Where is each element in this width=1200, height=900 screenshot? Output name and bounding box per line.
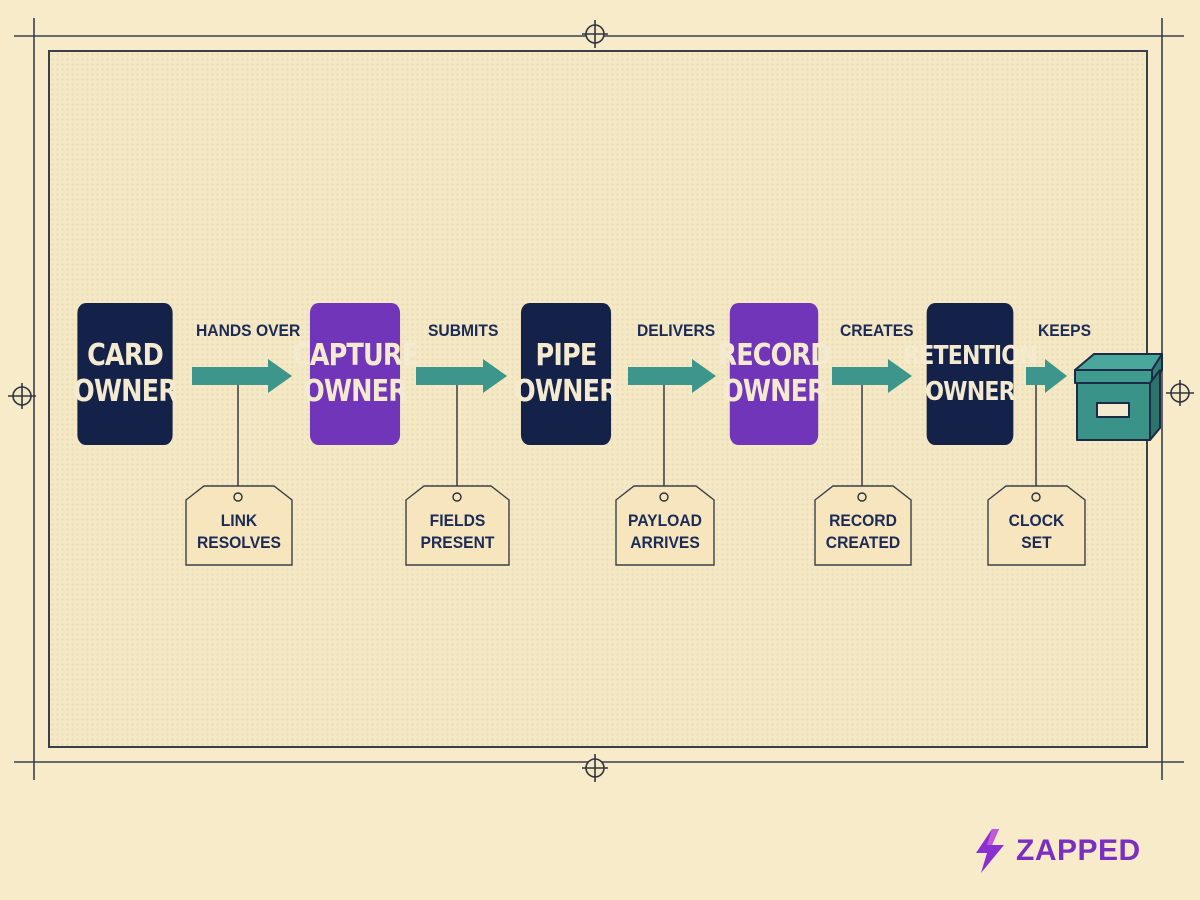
verb-label-2: SUBMITS — [428, 321, 499, 340]
check-line2: RESOLVES — [196, 533, 282, 552]
check-line1: LINK — [220, 511, 258, 530]
owner-label-line2: OWNER — [925, 377, 1015, 407]
crosshair-top-icon — [582, 20, 608, 48]
arrow-1 — [192, 359, 292, 393]
check-tag-2: FIELDS PRESENT — [410, 510, 505, 554]
check-tag-5: CLOCK SET — [992, 510, 1081, 554]
owner-label-line1: CAPTURE — [291, 338, 419, 373]
check-line2: SET — [1021, 533, 1052, 552]
verb-label-4: CREATES — [840, 321, 914, 340]
owner-label-line1: CARD — [87, 338, 164, 373]
owner-label-line2: OWNER — [73, 374, 178, 409]
owner-label-line2: OWNER — [722, 374, 827, 409]
verb-label-3: DELIVERS — [637, 321, 716, 340]
check-line1: FIELDS — [429, 511, 486, 530]
brand-name: ZAPPED — [1016, 834, 1141, 867]
verb-label-5: KEEPS — [1038, 321, 1092, 340]
owner-box-retention: RETENTION OWNER — [903, 303, 1038, 445]
archive-box-icon — [1074, 353, 1163, 441]
owner-label-line1: RETENTION — [903, 341, 1038, 371]
check-line2: PRESENT — [420, 533, 495, 552]
check-tag-3: PAYLOAD ARRIVES — [620, 510, 710, 554]
owner-label-line2: OWNER — [514, 374, 619, 409]
tag-shape-4 — [814, 485, 912, 566]
owner-label-line1: RECORD — [717, 338, 831, 373]
check-line2: CREATED — [825, 533, 901, 552]
check-tag-1: LINK RESOLVES — [190, 510, 288, 554]
crosshair-right-icon — [1166, 380, 1194, 406]
owner-label-line2: OWNER — [303, 374, 408, 409]
tag-shape-3 — [615, 485, 715, 566]
check-line2: ARRIVES — [630, 533, 700, 552]
crosshair-left-icon — [8, 383, 36, 409]
owner-label-line1: PIPE — [535, 338, 598, 373]
crosshair-bottom-icon — [582, 754, 608, 782]
check-line1: PAYLOAD — [628, 511, 702, 530]
check-line1: CLOCK — [1008, 511, 1065, 530]
tag-shape-5 — [987, 485, 1086, 566]
tag-shape-2 — [405, 485, 510, 566]
arrow-3 — [628, 359, 716, 393]
check-line1: RECORD — [829, 511, 897, 530]
arrow-4 — [832, 359, 912, 393]
arrow-5 — [1026, 359, 1067, 393]
check-tag-4: RECORD CREATED — [819, 510, 907, 554]
verb-label-1: HANDS OVER — [196, 321, 301, 340]
lightning-bolt-icon — [976, 829, 1004, 873]
tag-shape-1 — [185, 485, 293, 566]
brand-logo: ZAPPED — [972, 826, 1141, 876]
arrow-2 — [416, 359, 507, 393]
